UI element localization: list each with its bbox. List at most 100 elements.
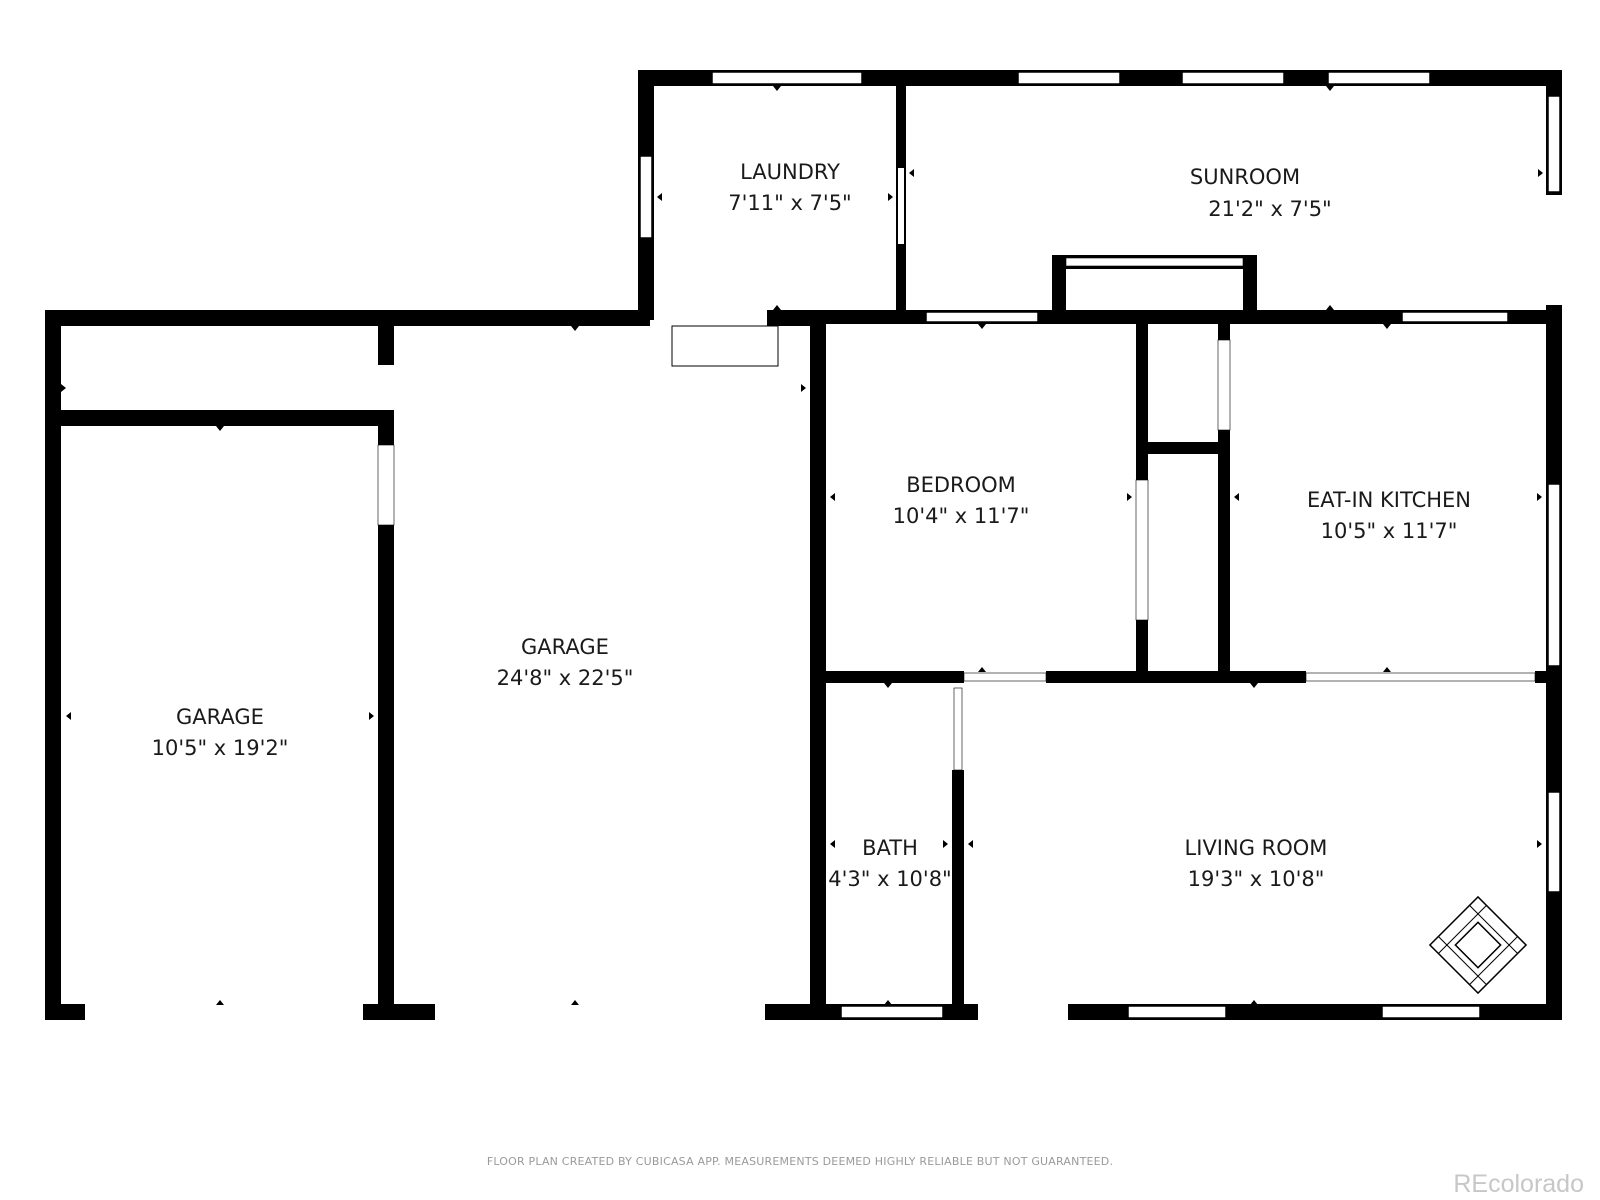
- brand-logo: REcolorado: [1453, 1170, 1584, 1198]
- marker: [1383, 667, 1391, 672]
- window: [711, 71, 863, 85]
- room-name-garage-small: GARAGE: [176, 705, 264, 729]
- laundry-step: [671, 325, 779, 367]
- wall: [45, 310, 650, 326]
- marker: [571, 326, 579, 331]
- window: [1181, 71, 1285, 85]
- marker: [909, 169, 914, 177]
- marker: [830, 493, 835, 501]
- room-dims-laundry: 7'11" x 7'5": [728, 191, 851, 215]
- marker: [884, 1000, 892, 1005]
- marker: [978, 324, 986, 329]
- marker: [1250, 1000, 1258, 1005]
- marker: [61, 384, 66, 392]
- wall: [1046, 671, 1306, 683]
- room-dims-bath: 4'3" x 10'8": [828, 867, 951, 891]
- room-dims-living: 19'3" x 10'8": [1188, 867, 1325, 891]
- window: [1547, 95, 1561, 193]
- marker: [943, 840, 948, 848]
- window: [639, 155, 653, 239]
- window: [1127, 1005, 1227, 1019]
- window: [925, 311, 1039, 323]
- marker: [888, 193, 893, 201]
- marker: [1326, 86, 1334, 91]
- opening: [1065, 257, 1244, 267]
- wall: [378, 310, 394, 365]
- marker: [1127, 493, 1132, 501]
- wall: [1052, 255, 1066, 315]
- window: [1017, 71, 1121, 85]
- marker: [657, 193, 662, 201]
- marker: [571, 1000, 579, 1005]
- window: [1327, 71, 1431, 85]
- marker: [1537, 840, 1542, 848]
- door-opening: [1546, 195, 1562, 305]
- room-name-bedroom: BEDROOM: [906, 473, 1016, 497]
- door-opening: [685, 310, 767, 326]
- window: [1547, 791, 1561, 893]
- marker: [830, 840, 835, 848]
- wall: [952, 770, 964, 1020]
- room-labels: LAUNDRY 7'11" x 7'5" SUNROOM 21'2" x 7'5…: [152, 160, 1471, 891]
- room-name-laundry: LAUNDRY: [740, 160, 840, 184]
- marker: [1234, 493, 1239, 501]
- window: [840, 1005, 944, 1019]
- opening: [953, 687, 963, 771]
- wall: [1535, 671, 1562, 683]
- room-name-bath: BATH: [862, 836, 918, 860]
- disclaimer-text: FLOOR PLAN CREATED BY CUBICASA APP. MEAS…: [486, 1155, 1114, 1168]
- marker: [1250, 683, 1258, 688]
- window: [1401, 311, 1509, 323]
- opening: [898, 168, 904, 244]
- marker: [216, 426, 224, 431]
- room-dims-garage-small: 10'5" x 19'2": [152, 736, 289, 760]
- wall: [1218, 320, 1230, 340]
- room-dims-garage-large: 24'8" x 22'5": [497, 666, 634, 690]
- fireplace-icon: [1428, 895, 1528, 995]
- wall: [826, 671, 964, 683]
- marker: [1326, 305, 1334, 310]
- wall: [378, 525, 394, 1020]
- room-name-garage-large: GARAGE: [521, 635, 609, 659]
- wall: [1136, 320, 1148, 480]
- wall: [61, 410, 391, 426]
- garage-door-opening: [435, 1004, 765, 1020]
- marker: [968, 840, 973, 848]
- opening: [963, 672, 1047, 682]
- door-opening: [978, 1004, 1068, 1020]
- wall: [1148, 442, 1220, 454]
- marker: [1538, 169, 1543, 177]
- marker: [773, 86, 781, 91]
- window: [1547, 483, 1561, 667]
- room-name-living: LIVING ROOM: [1185, 836, 1328, 860]
- windows: [377, 71, 1561, 1019]
- wall: [1136, 620, 1148, 680]
- room-name-sunroom: SUNROOM: [1190, 165, 1300, 189]
- opening: [377, 444, 395, 526]
- marker: [773, 305, 781, 310]
- room-dims-bedroom: 10'4" x 11'7": [893, 504, 1030, 528]
- wall: [45, 310, 61, 1020]
- marker: [978, 667, 986, 672]
- wall: [378, 410, 394, 445]
- marker: [216, 1000, 224, 1005]
- wall: [1243, 255, 1257, 315]
- marker: [801, 384, 806, 392]
- marker: [884, 683, 892, 688]
- marker: [1383, 324, 1391, 329]
- wall: [1218, 430, 1230, 680]
- room-dims-sunroom: 21'2" x 7'5": [1208, 197, 1331, 221]
- opening: [1217, 339, 1231, 431]
- room-dims-kitchen: 10'5" x 11'7": [1321, 519, 1458, 543]
- window: [1381, 1005, 1481, 1019]
- garage-door-opening: [85, 1004, 363, 1020]
- dimension-markers: [61, 86, 1543, 1005]
- marker: [66, 712, 71, 720]
- wall: [810, 310, 826, 1020]
- marker: [1537, 493, 1542, 501]
- marker: [369, 712, 374, 720]
- opening: [1135, 479, 1149, 621]
- opening: [1305, 672, 1536, 682]
- room-name-kitchen: EAT-IN KITCHEN: [1307, 488, 1471, 512]
